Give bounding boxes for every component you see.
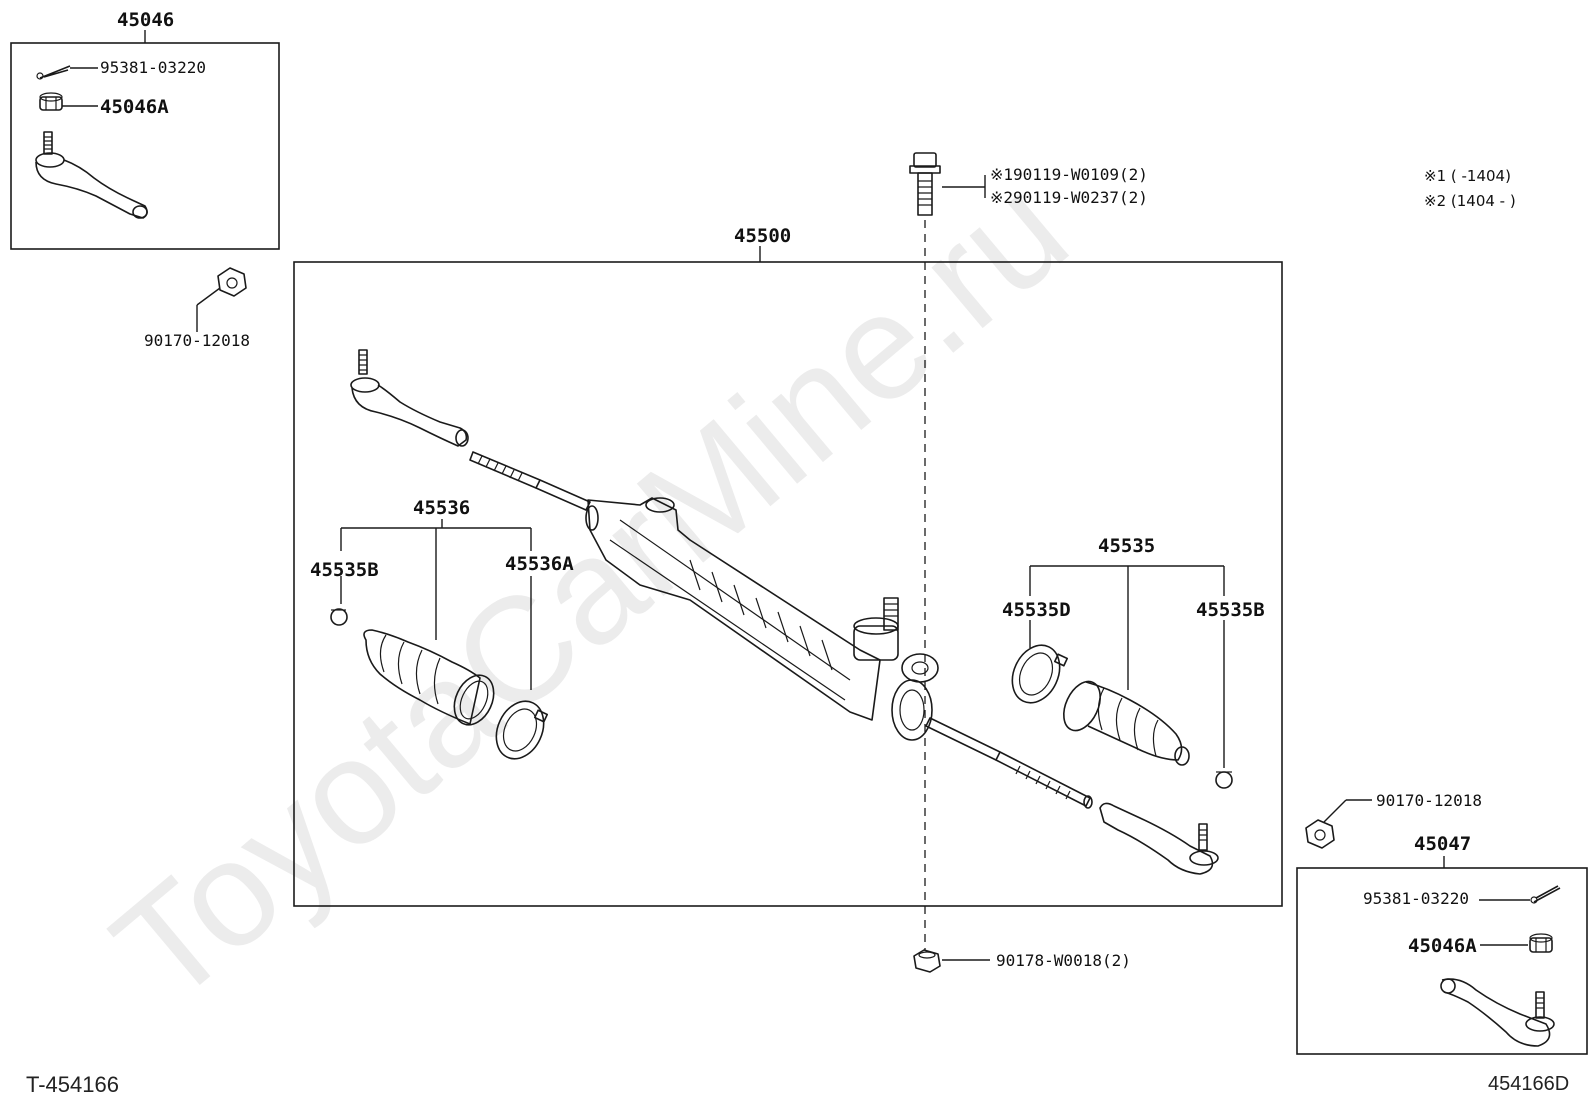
box-45046: 45046 95381-03220 45046A (10, 9, 280, 250)
cotter-pin-icon (36, 65, 71, 80)
washer-nut-icon (913, 949, 941, 973)
label-45536A[interactable]: 45536A (505, 553, 574, 575)
bolt-icon (909, 152, 941, 216)
footer-left: T-454166 (26, 1072, 119, 1097)
label-bolt-1[interactable]: ※190119-W0109(2) (990, 165, 1148, 184)
tie-rod-end-right-icon (1440, 978, 1555, 1047)
label-90170-12018-right[interactable]: 90170-12018 (1376, 791, 1482, 810)
label-45500[interactable]: 45500 (734, 225, 791, 247)
cotter-pin-bottom-icon (1530, 885, 1561, 904)
nut-left-icon (217, 267, 247, 297)
box-45500 (293, 261, 1283, 907)
label-95381-03220-bottom[interactable]: 95381-03220 (1363, 889, 1469, 908)
label-90178-W0018[interactable]: 90178-W0018(2) (996, 951, 1131, 970)
boot-right-icon (1063, 680, 1190, 766)
label-45046A-bottom[interactable]: 45046A (1408, 935, 1477, 957)
label-45535B-left[interactable]: 45535B (310, 559, 379, 581)
label-95381-03220-top[interactable]: 95381-03220 (100, 58, 206, 77)
tie-rod-end-left-icon (35, 131, 148, 219)
box-45047: 45047 95381-03220 45046A (1296, 833, 1588, 1055)
clamp-large-left-icon (495, 700, 549, 760)
label-bolt-2[interactable]: ※290119-W0237(2) (990, 188, 1148, 207)
footer-right: 454166D (1488, 1073, 1569, 1095)
clamp-large-right-icon (1011, 644, 1069, 704)
tie-rod-end-inner-right-icon (1099, 802, 1219, 875)
note-1: ※1 ( -1404) (1424, 167, 1511, 185)
label-45536[interactable]: 45536 (413, 497, 470, 519)
label-45046A-top[interactable]: 45046A (100, 96, 169, 118)
label-45047[interactable]: 45047 (1414, 833, 1471, 855)
note-2: ※2 (1404 - ) (1424, 192, 1516, 210)
boot-left-icon (363, 629, 495, 726)
clamp-small-right-icon (1215, 771, 1233, 789)
nut-right-icon (1305, 819, 1335, 849)
label-45535D[interactable]: 45535D (1002, 599, 1071, 621)
clamp-small-left-icon (330, 608, 348, 626)
castle-nut-bottom-icon (1529, 933, 1553, 953)
label-45535B-right[interactable]: 45535B (1196, 599, 1265, 621)
label-45046[interactable]: 45046 (117, 9, 174, 31)
tie-rod-end-inner-left-icon (350, 349, 469, 447)
label-90170-12018-left[interactable]: 90170-12018 (144, 331, 250, 350)
steering-rack-icon (469, 451, 1093, 809)
castle-nut-icon (39, 92, 63, 111)
label-45535[interactable]: 45535 (1098, 535, 1155, 557)
